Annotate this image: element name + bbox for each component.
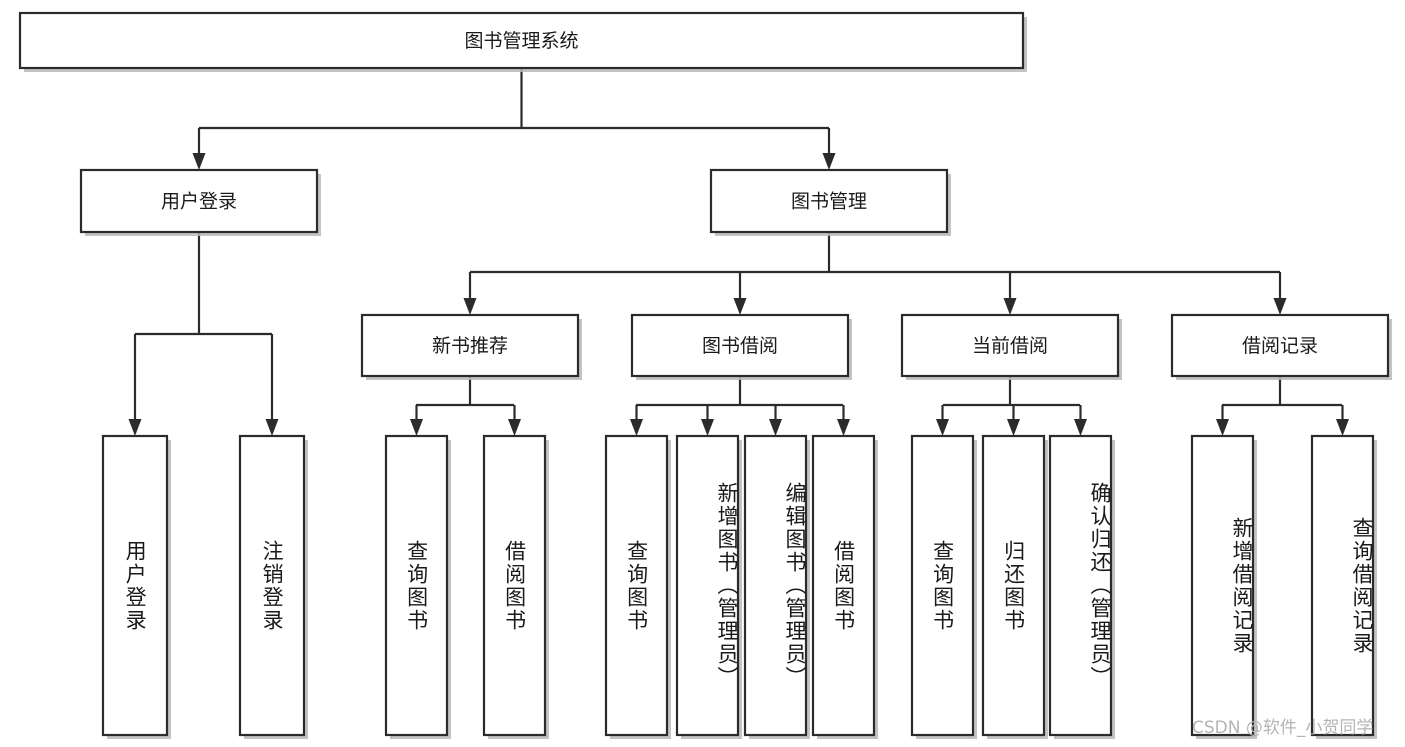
node-leaf-add-book-admin[interactable] <box>675 434 740 737</box>
node-current-borrow-label: 当前借阅 <box>972 335 1048 357</box>
arrow-head-icon <box>128 419 142 436</box>
arrow-head-icon <box>410 419 423 436</box>
node-leaf-confirm-return-admin[interactable] <box>1048 434 1113 737</box>
edges-layer <box>128 68 1349 436</box>
arrow-head-icon <box>1003 298 1017 315</box>
watermark: CSDN @软件_小贺同学 <box>1192 718 1374 738</box>
arrow-head-icon <box>1007 419 1020 436</box>
node-root[interactable] <box>18 11 1025 70</box>
arrow-head-icon <box>822 153 836 170</box>
arrow-head-icon <box>701 419 714 436</box>
node-borrow-record-label: 借阅记录 <box>1242 335 1318 357</box>
node-book-manage[interactable] <box>709 168 949 234</box>
arrow-head-icon <box>1273 298 1287 315</box>
arrow-head-icon <box>936 419 949 436</box>
node-leaf-borrow-book-2[interactable] <box>811 434 876 737</box>
node-root-label: 图书管理系统 <box>464 30 578 52</box>
node-leaf-query-book-1[interactable] <box>384 434 449 737</box>
node-leaf-borrow-book-1[interactable] <box>482 434 547 737</box>
arrow-head-icon <box>1336 419 1349 436</box>
node-leaf-query-book-3[interactable] <box>910 434 975 737</box>
arrow-head-icon <box>769 419 782 436</box>
node-leaf-add-borrow-record[interactable] <box>1190 434 1255 737</box>
arrow-head-icon <box>192 153 206 170</box>
node-leaf-query-borrow-record[interactable] <box>1310 434 1375 737</box>
arrow-head-icon <box>733 298 747 315</box>
arrow-head-icon <box>1216 419 1229 436</box>
node-leaf-user-login[interactable] <box>101 434 169 737</box>
node-new-book-rec-label: 新书推荐 <box>432 335 508 357</box>
node-book-borrow-label: 图书借阅 <box>702 335 778 357</box>
node-user-login[interactable] <box>79 168 319 234</box>
arrow-head-icon <box>630 419 643 436</box>
node-leaf-query-book-2[interactable] <box>604 434 669 737</box>
node-new-book-rec[interactable] <box>360 313 580 378</box>
node-book-borrow[interactable] <box>630 313 850 378</box>
arrow-head-icon <box>463 298 477 315</box>
arrow-head-icon <box>265 419 279 436</box>
node-leaf-user-logout[interactable] <box>238 434 306 737</box>
arrow-head-icon <box>508 419 521 436</box>
arrow-head-icon <box>837 419 850 436</box>
arrow-head-icon <box>1074 419 1087 436</box>
node-leaf-return-book[interactable] <box>981 434 1046 737</box>
node-user-login-label: 用户登录 <box>161 191 237 213</box>
node-current-borrow[interactable] <box>900 313 1120 378</box>
node-book-manage-label: 图书管理 <box>791 191 867 213</box>
node-borrow-record[interactable] <box>1170 313 1390 378</box>
node-leaf-edit-book-admin[interactable] <box>743 434 808 737</box>
